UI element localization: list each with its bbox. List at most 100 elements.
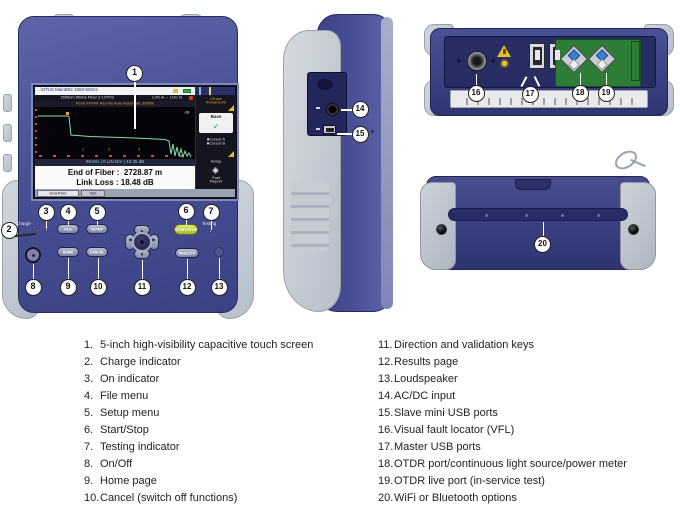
legend-item: 4.File menu [84,389,149,402]
result-panel: End of Fiber : 2728.87 m Link Loss : 18.… [35,166,195,189]
on-off-button[interactable] [25,247,41,263]
testing-led [209,230,212,233]
charge-label: Charge [16,221,31,226]
validation-key[interactable] [132,232,152,252]
callout-16: 16 [467,84,485,102]
screw [628,224,639,235]
callout-10: 10 [89,278,107,296]
legend-item: 5.Setup menu [84,406,160,419]
callout-line [605,73,607,85]
check-icon: ✓ [212,122,220,131]
legend-item: 7.Testing indicator [84,440,180,453]
power-icon [316,107,320,109]
otdr-trace-chart[interactable]: 1 2 3 dB [35,107,195,159]
x-axis-ticks [39,155,193,157]
event-number: 1 [81,147,85,152]
callout-14: 14 [351,100,369,118]
otdr-trace [38,115,192,159]
legend-item: 20.WiFi or Bluetooth options [378,491,517,504]
side-port-panel [307,72,347,136]
side-front-edge [381,17,393,309]
legend-item: 13.Loudspeaker [378,372,458,385]
legend-item: 8.On/Off [84,457,133,470]
callout-line [210,220,212,230]
gear-icon [211,166,220,175]
vent-slats [457,98,641,105]
legend-item: 9.Home page [84,474,157,487]
vfl-port [467,51,487,71]
direction-keys[interactable]: ▲ ▼ ◀ ▶ [125,225,159,259]
setup-softkey[interactable]: Setup [196,159,236,175]
left-latch [3,154,12,172]
trace-subheader: Perm FFFFF Res No Auto Automatic 3000m [35,101,195,107]
legend-item: 2.Charge indicator [84,355,181,368]
callout-5: 5 [88,203,106,221]
battery-icon [183,89,191,93]
side-view: 14 15 [283,14,401,314]
handle-notch [515,179,551,190]
tab-smartfiber[interactable]: SmartFiber [37,190,79,197]
tab-secondary[interactable]: Tab1 [81,190,105,197]
callout-line [542,222,544,236]
legend-item: 3.On indicator [84,372,160,385]
results-button[interactable]: RESULTS [175,248,199,258]
charge-led [36,229,39,232]
callout-2: 2 [0,221,18,239]
callout-line [579,73,581,85]
legend-item: 17.Master USB ports [378,440,481,453]
screen-title-bar: ..\OTU5 MainB02 1550-500ns [35,87,195,95]
legend-column-right: 11.Direction and validation keys 12.Resu… [378,337,678,507]
callout-20: 20 [534,236,551,253]
callout-17: 17 [521,85,539,103]
base-softkey[interactable]: Base ✓ [199,113,233,133]
callout-9: 9 [59,278,77,296]
cancel-button[interactable]: CANCEL [86,247,108,257]
master-usb-port [529,43,545,69]
legend-item: 19.OTDR live port (in-service test) [378,474,545,487]
file-button[interactable]: FILE [57,224,79,234]
cursor-softkey[interactable]: ■Cursor A■Cursor B [206,137,226,146]
panel-recess [317,79,333,90]
event-number: 3 [137,147,141,152]
view-mode-label[interactable]: xTrace#SmartLink [205,96,227,105]
left-latch [3,124,12,142]
callout-line [141,260,143,279]
trace-header: 1550nm 500ns Fiber 2 LOT03 LOC A → LOC B [35,95,195,101]
legend-item: 18.OTDR port/continuous light source/pow… [378,457,627,470]
grip-ridges [291,182,329,252]
left-latch [3,94,12,112]
on-led [45,229,48,232]
callout-13: 13 [210,278,228,296]
module-tab [631,41,640,81]
usb-icon [316,128,320,130]
callout-1: 1 [126,65,143,82]
fold-corner-icon [228,105,234,111]
legend-item: 1.5-inch high-visibility capacitive touc… [84,339,314,351]
legend-item: 10.Cancel (switch off functions) [84,491,238,504]
home-button[interactable]: HOME [57,247,79,257]
screen-tabs: SmartFiber Tab1 [35,189,235,197]
loudspeaker [214,247,224,257]
callout-line [218,258,220,279]
top-port-panel [444,36,656,88]
callout-line [96,220,98,225]
start-stop-button[interactable]: START/STOP [174,224,198,235]
legend-item: 16.Visual fault locator (VFL) [378,423,515,436]
screw [436,224,447,235]
callout-line [186,259,188,279]
front-view: JDSU SmartOTDR ..\OTU5 MainB02 1550-500n… [0,14,254,320]
port-cap [568,59,580,71]
callout-6: 6 [177,202,195,220]
legend-item: 14.AC/DC input [378,389,456,402]
end-of-fiber-result: End of Fiber : 2728.87 m [67,168,163,177]
callout-line [97,258,99,279]
strap-loop [611,146,641,174]
y-axis-ticks [35,109,37,155]
ac-dc-input-port [326,103,339,116]
laser-warning-icon [497,45,511,57]
setup-button[interactable]: SETUP [86,224,108,234]
back-view: 20 [418,146,658,276]
wifi-bluetooth-bar [448,208,628,221]
callout-15: 15 [351,125,369,143]
